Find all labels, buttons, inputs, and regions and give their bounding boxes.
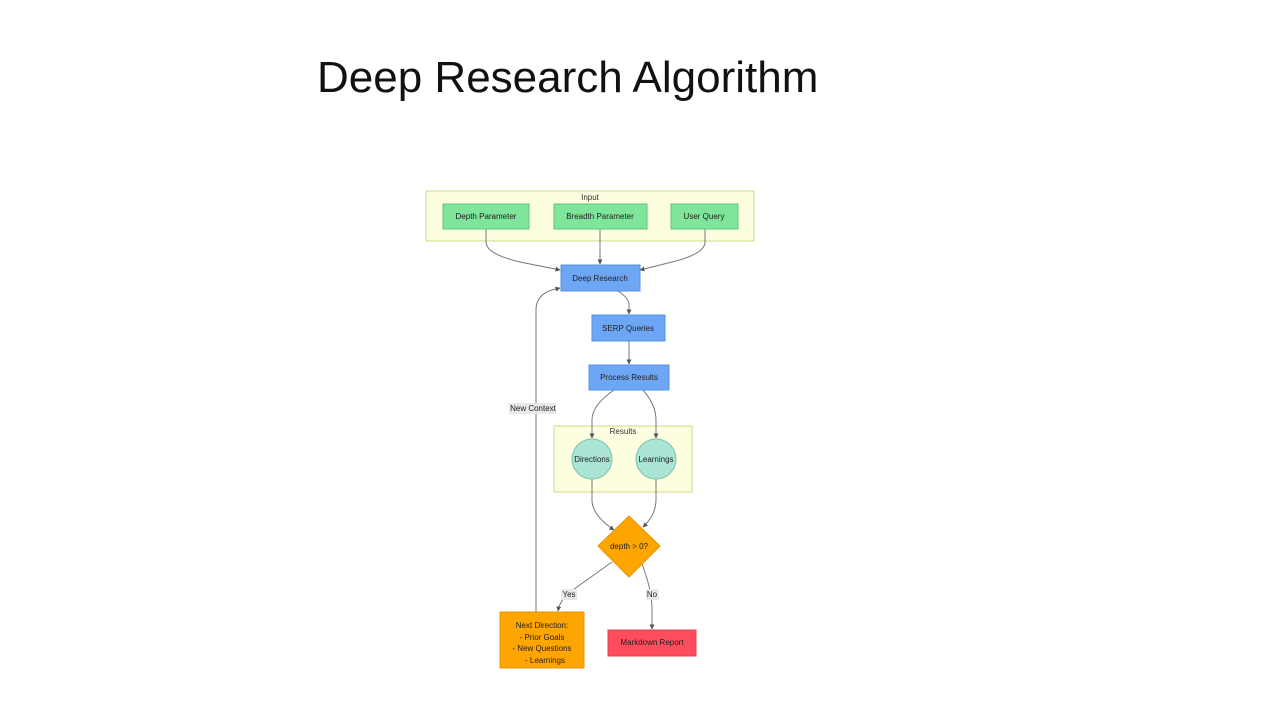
node-user-query: User Query [670, 203, 739, 230]
slide-title: Deep Research Algorithm [317, 53, 819, 102]
edge-depth-to-research [485, 229, 561, 272]
next-direction-line-1: Next Direction: [516, 621, 568, 630]
next-direction-line-2: - Prior Goals [520, 633, 565, 642]
user-query-label: User Query [684, 212, 725, 221]
edge-label-new-context: New Context [509, 403, 557, 414]
node-markdown-report: Markdown Report [607, 629, 697, 657]
node-serp-queries: SERP Queries [591, 314, 666, 342]
next-direction-line-3: - New Questions [512, 644, 571, 653]
edge-process-to-directions [589, 389, 615, 439]
breadth-parameter-label: Breadth Parameter [566, 212, 634, 221]
serp-queries-label: SERP Queries [602, 324, 654, 333]
edge-directions-to-decision [591, 478, 615, 531]
no-label: No [647, 590, 658, 599]
edge-query-to-research [639, 229, 706, 272]
edge-learnings-to-decision [642, 478, 657, 528]
node-depth-parameter: Depth Parameter [442, 203, 530, 230]
directions-label: Directions [574, 455, 610, 464]
edge-new-context-loop [535, 286, 561, 612]
markdown-report-label: Markdown Report [620, 638, 684, 647]
process-results-label: Process Results [600, 373, 658, 382]
node-learnings: Learnings [635, 438, 677, 480]
edge-decision-yes [556, 561, 613, 612]
edge-research-to-serp [617, 290, 632, 315]
results-group-label: Results [610, 427, 637, 436]
node-process-results: Process Results [588, 364, 670, 391]
node-directions: Directions [571, 438, 613, 480]
learnings-label: Learnings [638, 455, 673, 464]
next-direction-line-4: - Learnings [525, 656, 565, 665]
yes-label: Yes [562, 590, 575, 599]
decision-label: depth > 0? [610, 542, 649, 551]
edge-label-yes: Yes [561, 589, 577, 600]
depth-parameter-label: Depth Parameter [456, 212, 517, 221]
deep-research-label: Deep Research [572, 274, 628, 283]
input-group-label: Input [581, 193, 600, 202]
node-next-direction: Next Direction: - Prior Goals - New Ques… [499, 611, 585, 669]
node-breadth-parameter: Breadth Parameter [553, 203, 648, 230]
edge-process-to-learnings [642, 389, 659, 439]
node-deep-research: Deep Research [560, 264, 641, 292]
edge-label-no: No [646, 589, 659, 600]
new-context-label: New Context [510, 404, 557, 413]
node-decision: depth > 0? [597, 515, 661, 578]
